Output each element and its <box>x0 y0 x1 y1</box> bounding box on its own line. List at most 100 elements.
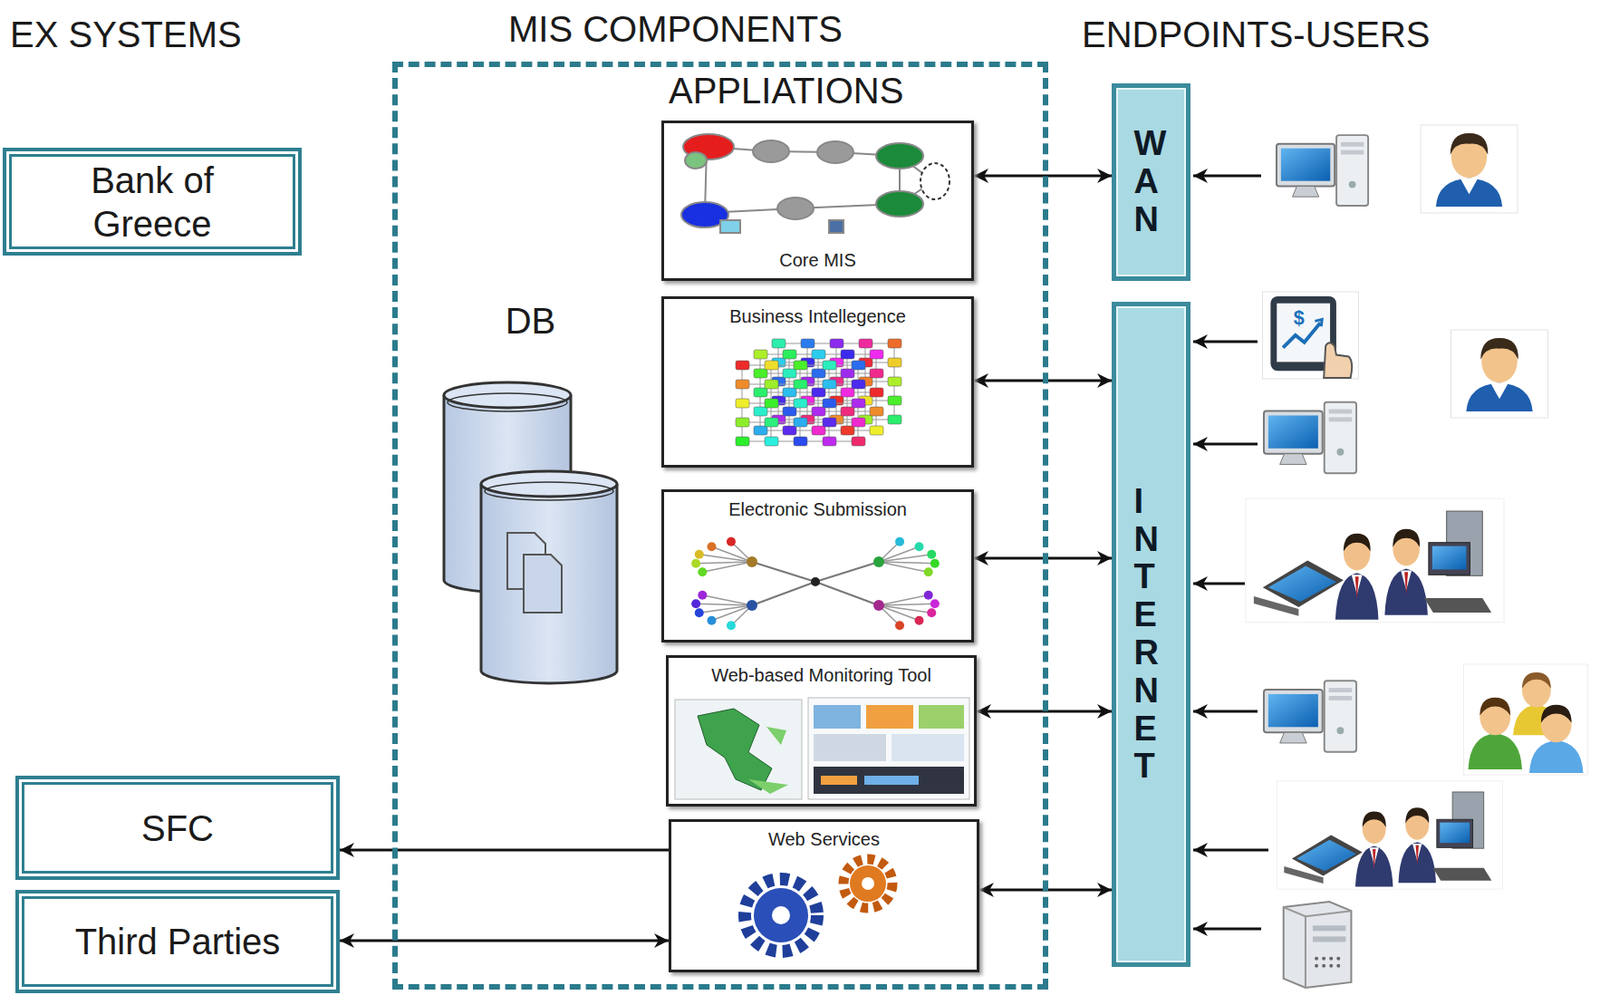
illustration-part <box>753 387 768 397</box>
illustration-part <box>840 425 855 435</box>
illustration-part <box>828 220 844 233</box>
illustration-part <box>869 406 884 416</box>
illustration-part <box>878 605 920 621</box>
illustration-part <box>813 766 964 794</box>
illustration-part <box>840 349 855 359</box>
illustration-part <box>771 906 791 925</box>
endpoint-icons <box>1245 125 1588 988</box>
illustration-part <box>694 607 704 617</box>
illustration-part <box>887 414 902 425</box>
illustration-part <box>764 360 779 370</box>
illustration-part <box>746 599 758 611</box>
illustration-part <box>751 561 816 582</box>
illustration-part <box>697 708 772 791</box>
node-text: INTERNET <box>1134 482 1169 786</box>
illustration-part <box>891 733 964 762</box>
illustration-part <box>873 556 885 568</box>
connector-arrow <box>973 557 1112 560</box>
illustration-part <box>699 605 752 613</box>
illustration-part <box>822 417 837 427</box>
connector-arrow <box>973 174 1112 178</box>
illustration-part <box>869 368 884 378</box>
illustration-part <box>702 595 752 606</box>
illustration-part <box>735 379 750 389</box>
illustration-part <box>764 398 779 408</box>
illustration-part <box>699 554 752 562</box>
node-text: Web-based Monitoring Tool <box>711 665 932 686</box>
illustration-part <box>753 887 809 943</box>
illustration-part <box>851 417 866 427</box>
illustration-part <box>443 382 571 408</box>
node-text: Business Intellegence <box>729 306 907 328</box>
application-box: Electronic Submission <box>661 489 974 643</box>
illustration-part <box>782 387 797 397</box>
illustration-part <box>811 368 826 378</box>
node-text: Bank of Greece <box>46 158 259 246</box>
illustration-part <box>720 220 741 233</box>
illustration-part <box>876 143 924 169</box>
illustration-part <box>764 417 779 427</box>
database-cylinders <box>443 382 617 684</box>
connector-arrow <box>339 848 669 852</box>
illustration-part <box>849 865 887 902</box>
illustration-part <box>1193 848 1269 852</box>
monitoring-screens <box>674 697 970 800</box>
illustration-part <box>820 775 858 785</box>
illustration-part <box>808 697 970 800</box>
illustration-part <box>810 577 820 587</box>
endpoint-arrows <box>1193 175 1269 929</box>
application-box: Business Intellegence <box>661 296 974 468</box>
illustration-part <box>793 360 808 370</box>
illustration-part <box>895 620 905 630</box>
illustration-part <box>840 406 855 416</box>
illustration-part <box>918 704 964 729</box>
illustration-part <box>822 379 837 389</box>
illustration-part <box>843 858 893 908</box>
illustration-part <box>1245 498 1504 623</box>
illustration-part <box>746 556 758 568</box>
illustration-part <box>869 387 884 397</box>
olap-cube <box>735 338 902 446</box>
illustration-part <box>753 349 768 359</box>
connector-arrow <box>339 939 669 943</box>
illustration-part <box>691 598 701 608</box>
illustration-part <box>817 141 854 164</box>
illustration-part <box>735 436 750 446</box>
illustration-part <box>876 191 924 217</box>
illustration-part <box>753 368 768 378</box>
illustration-part <box>1263 402 1357 474</box>
illustration-part <box>815 581 879 606</box>
illustration-part <box>706 616 716 626</box>
illustration-part <box>1193 927 1262 931</box>
illustration-part <box>1262 291 1360 379</box>
illustration-part <box>1193 443 1258 446</box>
section-heading: EX SYSTEMS <box>9 14 242 56</box>
illustration-part <box>697 567 707 577</box>
illustration-part <box>822 398 837 408</box>
network-band: WAN <box>1111 83 1191 281</box>
illustration-part <box>887 357 902 367</box>
network-band: INTERNET <box>1111 301 1191 967</box>
illustration-part <box>702 561 752 572</box>
illustration-part <box>926 607 936 617</box>
illustration-part <box>753 425 768 435</box>
illustration-part <box>751 581 816 606</box>
illustration-part <box>744 878 818 952</box>
illustration-part <box>813 704 861 729</box>
node-text: Core MIS <box>779 250 856 271</box>
illustration-part <box>840 368 855 378</box>
illustration-part <box>924 590 934 600</box>
illustration-part <box>878 561 935 564</box>
illustration-part <box>920 163 950 200</box>
illustration-part <box>735 398 750 408</box>
illustration-part <box>887 338 902 348</box>
illustration-part <box>748 726 789 794</box>
illustration-part <box>764 379 779 389</box>
illustration-part <box>858 338 873 348</box>
illustration-part <box>866 704 914 729</box>
illustration-part <box>523 554 562 613</box>
illustration-part <box>1464 664 1589 775</box>
illustration-part <box>869 349 884 359</box>
system-box: Third Parties <box>15 889 340 993</box>
illustration-part <box>793 436 808 446</box>
